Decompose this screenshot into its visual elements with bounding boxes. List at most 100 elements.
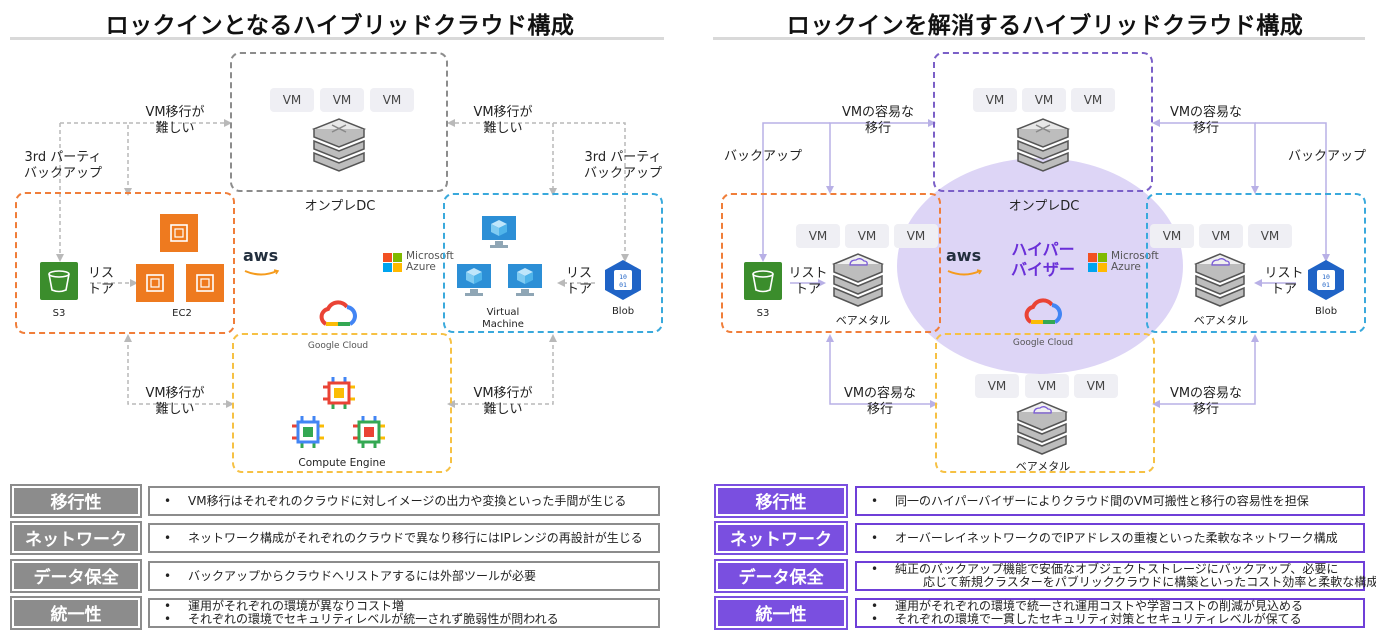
left-migrate-label-tr: VM移行が難しい [473, 105, 533, 136]
left-azure-box [443, 193, 663, 333]
left-gce-icon-2 [292, 416, 324, 448]
right-row-2-desc: オーバーレイネットワークのでIPアドレスの重複といった柔軟なネットワーク構成 [855, 523, 1365, 553]
right-aws-vm-1: VM [796, 224, 840, 248]
left-ec2-icon-2 [136, 264, 174, 302]
right-onprem-vm-1: VM [973, 88, 1017, 112]
right-aws-logo: aws [946, 248, 986, 278]
right-azure-vm-2: VM [1199, 224, 1243, 248]
right-migrate-label-br: VMの容易な移行 [1169, 386, 1243, 417]
right-aws-baremetal-label: ベアメタル [835, 314, 891, 327]
right-row-4-label: 統一性 [714, 596, 848, 630]
left-row-4-desc: 運用がそれぞれの環境が異なりコスト増それぞれの環境でセキュリティレベルが統一され… [148, 598, 660, 628]
right-s3-label: S3 [756, 308, 770, 319]
left-s3-label: S3 [52, 308, 66, 319]
right-onprem-server-icon [1015, 118, 1071, 172]
left-google-cloud-label: Google Cloud [307, 341, 369, 351]
left-onprem-label: オンプレDC [304, 199, 376, 214]
right-gcp-vm-2: VM [1025, 374, 1069, 398]
right-title-underline [713, 37, 1365, 40]
left-row-3-desc: バックアップからクラウドへリストアするには外部ツールが必要 [148, 561, 660, 591]
left-onprem-server-icon [311, 118, 367, 172]
left-title: ロックインとなるハイブリッドクラウド構成 [105, 13, 575, 39]
right-onprem-vm-2: VM [1022, 88, 1066, 112]
left-ec2-label: EC2 [172, 308, 192, 319]
left-aws-box [15, 192, 235, 334]
left-migrate-label-bl: VM移行が難しい [145, 386, 205, 417]
svg-text:10: 10 [1322, 273, 1330, 281]
right-google-cloud-label: Google Cloud [1012, 338, 1074, 348]
right-blob-icon: 10 01 [1308, 260, 1344, 300]
right-gcp-vm-3: VM [1074, 374, 1118, 398]
right-row-4-desc: 運用がそれぞれの環境で統一され運用コストや学習コストの削減が見込めるそれぞれの環… [855, 598, 1365, 628]
left-onprem-vm-1: VM [270, 88, 314, 112]
left-onprem-vm-3: VM [370, 88, 414, 112]
right-row-1-label: 移行性 [714, 484, 848, 518]
left-gce-icon-1 [323, 377, 355, 409]
right-azure-box [1146, 193, 1366, 333]
right-migrate-label-bl: VMの容易な移行 [843, 386, 917, 417]
right-azure-restore-label: リストトア [1264, 266, 1304, 297]
right-azure-baremetal-label: ベアメタル [1193, 314, 1249, 327]
right-aws-vm-3: VM [894, 224, 938, 248]
svg-text:01: 01 [619, 281, 627, 289]
left-vm-icon-2 [457, 264, 491, 296]
left-onprem-box [230, 52, 448, 192]
right-azure-vm-1: VM [1150, 224, 1194, 248]
right-row-3-label: データ保全 [714, 559, 848, 593]
right-row-1-desc: 同一のハイパーバイザーによりクラウド間のVM可搬性と移行の容易性を担保 [855, 486, 1365, 516]
right-gcp-baremetal-label: ベアメタル [1015, 460, 1071, 473]
right-aws-baremetal-icon [832, 253, 884, 307]
right-onprem-label: オンプレDC [1008, 199, 1080, 214]
left-title-underline [10, 37, 664, 40]
left-row-4-label: 統一性 [10, 596, 142, 630]
right-backup-label-r: バックアップ [1287, 149, 1366, 164]
left-gce-icon-3 [353, 416, 385, 448]
right-row-3-desc: 純正のバックアップ機能で安価なオブジェクトストレージにバックアップ、必要に応じて… [855, 561, 1376, 591]
right-title: ロックインを解消するハイブリッドクラウド構成 [786, 13, 1304, 39]
left-migrate-label-tl: VM移行が難しい [145, 105, 205, 136]
left-aws-restore-label: リストア [87, 266, 114, 297]
right-google-cloud-icon [1024, 298, 1062, 324]
left-row-2-label: ネットワーク [10, 521, 142, 555]
left-s3-icon [40, 262, 78, 300]
left-row-1-label: 移行性 [10, 484, 142, 518]
right-migrate-label-tl: VMの容易な移行 [841, 105, 915, 136]
left-aws-logo: aws [243, 248, 283, 278]
left-onprem-vm-2: VM [320, 88, 364, 112]
right-onprem-vm-3: VM [1071, 88, 1115, 112]
right-gcp-baremetal-icon [1016, 401, 1068, 455]
left-third-party-label-l: 3rd パーティバックアップ [23, 150, 102, 181]
left-ec2-icon-1 [160, 214, 198, 252]
left-blob-icon: 10 01 [605, 260, 641, 300]
right-onprem-box [933, 52, 1153, 192]
left-migrate-label-br: VM移行が難しい [473, 386, 533, 417]
svg-text:10: 10 [619, 273, 627, 281]
right-backup-label-l: バックアップ [723, 149, 802, 164]
right-microsoft-icon [1088, 253, 1107, 272]
left-blob-label: Blob [611, 306, 635, 317]
right-hypervisor-label: ハイパーバイザー [1010, 240, 1075, 279]
right-s3-icon [744, 262, 782, 300]
left-ec2-icon-3 [186, 264, 224, 302]
right-aws-vm-2: VM [845, 224, 889, 248]
left-vm-icon-3 [508, 264, 542, 296]
right-azure-vm-3: VM [1248, 224, 1292, 248]
right-migrate-label-tr: VMの容易な移行 [1169, 105, 1243, 136]
right-blob-label: Blob [1314, 306, 1338, 317]
left-gce-label: Compute Engine [298, 457, 386, 469]
svg-text:01: 01 [1322, 281, 1330, 289]
right-gcp-box [935, 333, 1155, 473]
left-gce-box [232, 333, 452, 473]
left-row-2-desc: ネットワーク構成がそれぞれのクラウドで異なり移行にはIPレンジの再設計が生じる [148, 523, 660, 553]
right-azure-baremetal-icon [1194, 253, 1246, 307]
left-azure-restore-label: リストア [565, 266, 592, 297]
left-third-party-label-r: 3rd パーティバックアップ [583, 150, 662, 181]
right-aws-box [721, 193, 941, 333]
left-google-cloud-icon [319, 300, 357, 326]
right-aws-restore-label: リストトア [788, 266, 828, 297]
